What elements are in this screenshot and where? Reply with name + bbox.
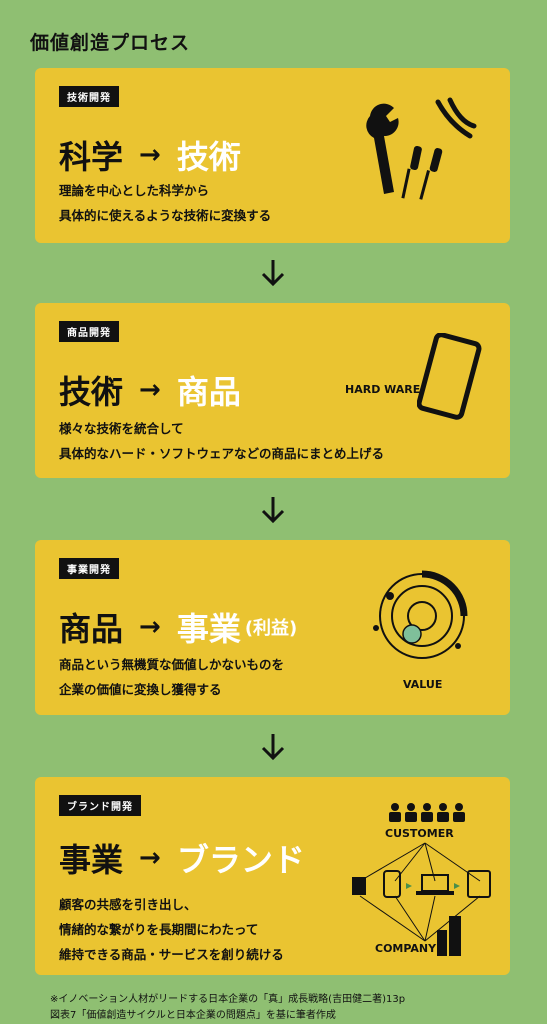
card-headline: 商品 → 事業 (利益) bbox=[59, 604, 297, 650]
card-tech-dev: 技術開発 科学 → 技術 理論を中心とした科学から 具体的に使えるような技術に変… bbox=[35, 68, 510, 243]
headline-to: 技術 bbox=[176, 138, 241, 176]
headline-sub: (利益) bbox=[244, 618, 298, 639]
card-headline: 科学 → 技術 bbox=[59, 132, 241, 178]
source-note: ※イノベーション人材がリードする日本企業の「真」成長戦略(吉田健二著)13p bbox=[50, 994, 406, 1005]
card-description: 顧客の共感を引き出し、 情緒的な繋がりを長期間にわたって 維持できる商品・サービ… bbox=[59, 892, 284, 967]
value-label: VALUE bbox=[403, 678, 443, 691]
card-headline: 技術 → 商品 bbox=[59, 367, 241, 413]
headline-to: 商品 bbox=[176, 373, 241, 411]
tablet-icon bbox=[417, 333, 482, 420]
card-business-dev: 事業開発 商品 → 事業 (利益) 商品という無機質な価値しかないものを 企業の… bbox=[35, 540, 510, 715]
company-label: COMPANY bbox=[375, 942, 437, 955]
building-icon bbox=[437, 916, 461, 956]
desc-line: 具体的なハード・ソフトウェアなどの商品にまとめ上げる bbox=[59, 446, 385, 461]
desc-line: 企業の価値に変換し獲得する bbox=[59, 682, 222, 697]
headline-arrow: → bbox=[139, 140, 161, 170]
headline-to: ブランド bbox=[176, 841, 305, 879]
card-description: 理論を中心とした科学から 具体的に使えるような技術に変換する bbox=[59, 178, 271, 228]
headline-from: 商品 bbox=[59, 610, 124, 648]
source-note: 図表7「価値創造サイクルと日本企業の問題点」を基に筆者作成 bbox=[50, 1010, 336, 1021]
customer-label: CUSTOMER bbox=[385, 827, 454, 840]
orbit-icon bbox=[373, 570, 468, 659]
headline-arrow: → bbox=[139, 375, 161, 405]
hardware-label: HARD WARE bbox=[345, 383, 421, 396]
desc-line: 様々な技術を統合して bbox=[59, 421, 184, 436]
down-arrow-icon bbox=[261, 497, 285, 524]
headline-arrow: → bbox=[139, 612, 161, 642]
headline-from: 事業 bbox=[59, 841, 124, 879]
down-arrow-icon bbox=[261, 260, 285, 287]
down-arrow-icon bbox=[261, 734, 285, 761]
card-headline: 事業 → ブランド bbox=[59, 835, 305, 881]
desc-line: 商品という無機質な価値しかないものを bbox=[59, 657, 285, 672]
card-tag: 商品開発 bbox=[59, 321, 119, 342]
card-tag: 事業開発 bbox=[59, 558, 119, 579]
card-description: 様々な技術を統合して 具体的なハード・ソフトウェアなどの商品にまとめ上げる bbox=[59, 416, 384, 466]
page-title: 価値創造プロセス bbox=[30, 32, 191, 54]
network-icon bbox=[352, 842, 491, 942]
headline-from: 科学 bbox=[59, 138, 124, 176]
card-brand-dev: ブランド開発 事業 → ブランド 顧客の共感を引き出し、 情緒的な繋がりを長期間… bbox=[35, 777, 510, 975]
headline-arrow: → bbox=[139, 843, 161, 873]
customers-icon bbox=[389, 803, 465, 822]
card-product-dev: 商品開発 技術 → 商品 様々な技術を統合して 具体的なハード・ソフトウェアなど… bbox=[35, 303, 510, 478]
desc-line: 維持できる商品・サービスを創り続ける bbox=[59, 947, 284, 962]
card-tag: 技術開発 bbox=[59, 86, 119, 107]
card-description: 商品という無機質な価値しかないものを 企業の価値に変換し獲得する bbox=[59, 652, 284, 702]
desc-line: 具体的に使えるような技術に変換する bbox=[59, 208, 272, 223]
desc-line: 顧客の共感を引き出し、 bbox=[59, 897, 197, 912]
desc-line: 情緒的な繋がりを長期間にわたって bbox=[59, 922, 259, 937]
headline-from: 技術 bbox=[59, 373, 124, 411]
desc-line: 理論を中心とした科学から bbox=[59, 183, 210, 198]
tools-icon bbox=[366, 97, 477, 200]
headline-to: 事業 bbox=[176, 610, 241, 648]
card-tag: ブランド開発 bbox=[59, 795, 141, 816]
